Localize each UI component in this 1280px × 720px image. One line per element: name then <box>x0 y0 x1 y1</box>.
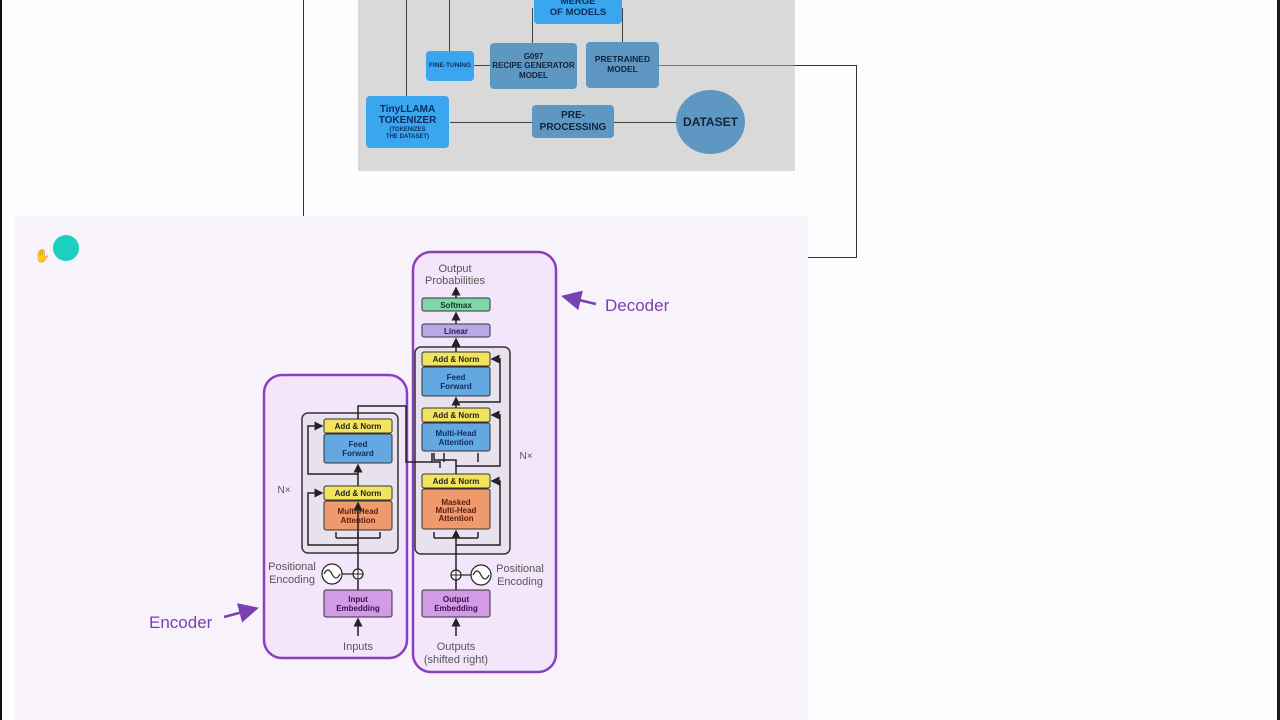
line-tokenizer-up <box>406 0 407 97</box>
enc-emb-line1: Input <box>348 595 368 604</box>
outputs-line1: Outputs <box>437 641 476 653</box>
dec-softmax-label: Softmax <box>440 301 472 310</box>
enc-residual-1 <box>307 488 358 546</box>
line-pretrained-to-merge <box>622 8 623 44</box>
enc-plus-cross <box>353 569 363 579</box>
dec-feed-forward <box>421 366 491 397</box>
dec-mmha-to-mha <box>433 453 457 474</box>
encoder-arrow-icon <box>223 603 259 623</box>
preprocessing-line1: PRE- <box>561 110 585 121</box>
dec-plus-cross <box>451 570 461 580</box>
dec-mmha-line1: Masked <box>441 498 470 507</box>
dec-pos-encoding-line2: Encoding <box>497 576 543 588</box>
connector-line-right-h2 <box>808 257 857 258</box>
inputs-label: Inputs <box>343 641 373 653</box>
dec-add-norm-1-label: Add & Norm <box>433 477 480 486</box>
merge-line1: MERGE <box>560 0 596 8</box>
enc-add-norm-1-label: Add & Norm <box>335 489 382 498</box>
encoder-label: Encoder <box>149 613 213 632</box>
dataset-circle[interactable]: DATASET <box>676 90 745 154</box>
preprocessing-line2: PROCESSING <box>539 121 607 133</box>
preprocessing-box[interactable]: PRE- PROCESSING <box>532 105 614 138</box>
fine-tuning-box[interactable]: FINE-TUNING <box>426 51 474 81</box>
output-probabilities-line2: Probabilities <box>425 275 485 287</box>
pretrained-line1: PRETRAINED <box>594 54 651 65</box>
outputs-line2: (shifted right) <box>424 654 488 666</box>
dec-emb-line2: Embedding <box>434 604 478 613</box>
dec-add-norm-3-label: Add & Norm <box>433 355 480 364</box>
dec-mha-kv-inputs <box>431 453 479 462</box>
enc-pos-encoding-line1: Positional <box>268 561 316 573</box>
merge-of-models-box[interactable]: MERGE OF MODELS <box>534 0 622 24</box>
dec-residual-2 <box>456 410 501 467</box>
enc-ff-line1: Feed <box>349 440 368 449</box>
decoder-arrow-icon <box>561 290 597 311</box>
dec-add-norm-2-label: Add & Norm <box>433 411 480 420</box>
tinyllama-tokenizer-box[interactable]: TinyLLAMA TOKENIZER (TOKENIZES THE DATAS… <box>366 96 449 148</box>
tokenizer-line4: THE DATASET) <box>385 133 430 140</box>
hand-cursor-icon: ✋ <box>34 248 51 263</box>
enc-emb-line2: Embedding <box>336 604 380 613</box>
pointer-highlight-dot <box>53 235 79 261</box>
pipeline-diagram-panel: MERGE OF MODELS FINE-TUNING G097 RECIPE … <box>358 0 795 171</box>
line-preproc-to-tokenizer <box>450 122 532 123</box>
output-probabilities-line1: Output <box>438 263 471 275</box>
recipe-generator-model-box[interactable]: G097 RECIPE GENERATOR MODEL <box>490 43 577 89</box>
dec-residual-3 <box>456 354 501 403</box>
enc-add-norm-2-label: Add & Norm <box>335 422 382 431</box>
line-recipe-to-merge <box>532 8 533 44</box>
pretrained-model-box[interactable]: PRETRAINED MODEL <box>586 42 659 88</box>
enc-feed-forward <box>323 433 393 464</box>
merge-line2: OF MODELS <box>549 7 607 18</box>
enc-pos-encoding-line2: Encoding <box>269 574 315 586</box>
dec-mmha-line3: Attention <box>438 514 473 523</box>
dec-masked-multi-head-attention <box>421 488 491 530</box>
dec-ff-line1: Feed <box>447 373 466 382</box>
enc-sine-path <box>323 569 341 579</box>
line-dataset-to-preproc <box>614 122 676 123</box>
encoder-nx-label: N× <box>277 485 290 496</box>
fine-tuning-label: FINE-TUNING <box>429 62 471 70</box>
dec-mmha-line2: Multi-Head <box>436 506 477 515</box>
connector-line-right-h1 <box>795 65 857 66</box>
tokenizer-line2: TOKENIZER <box>378 115 437 127</box>
tokenizer-line3: (TOKENIZES <box>389 126 426 133</box>
decoder-nx-label: N× <box>519 451 532 462</box>
recipe-line2: RECIPE GENERATOR <box>492 61 575 71</box>
dec-emb-line1: Output <box>443 595 470 604</box>
enc-to-decoder-line <box>357 405 441 468</box>
dec-mmha-branches <box>433 532 479 539</box>
dec-mha-line2: Attention <box>438 438 473 447</box>
dec-residual-1 <box>456 476 501 546</box>
left-edge-bar <box>0 0 2 720</box>
recipe-line3: MODEL <box>519 70 548 80</box>
recipe-line1: G097 <box>523 52 544 62</box>
dataset-label: DATASET <box>683 115 738 129</box>
dec-mha-line1: Multi-Head <box>436 429 477 438</box>
dec-linear-label: Linear <box>444 327 468 336</box>
connector-line-right-vertical <box>856 65 857 258</box>
decoder-label: Decoder <box>605 296 670 315</box>
pretrained-line2: MODEL <box>607 64 638 74</box>
line-finetune-up <box>449 0 450 52</box>
dec-ff-line2: Forward <box>440 382 472 391</box>
dec-sine-path <box>472 570 490 580</box>
dec-multi-head-attention <box>421 422 491 452</box>
line-pretrained-right <box>659 65 795 66</box>
right-edge-bar <box>1277 0 1280 720</box>
transformer-diagram-panel <box>15 216 808 720</box>
connector-line-left-vertical <box>303 0 304 217</box>
dec-pos-encoding-line1: Positional <box>496 563 544 575</box>
enc-ff-line2: Forward <box>342 449 374 458</box>
enc-attn-branches <box>335 532 381 539</box>
line-finetune-to-recipe <box>474 65 490 66</box>
enc-residual-2 <box>307 421 358 475</box>
tokenizer-line1: TinyLLAMA <box>379 103 436 115</box>
